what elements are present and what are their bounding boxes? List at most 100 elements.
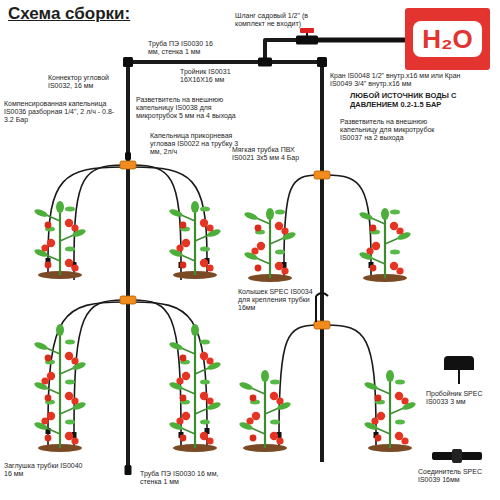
connector-collar [452, 449, 462, 463]
tomato [276, 437, 283, 444]
tomato [182, 372, 190, 380]
plant-stem [194, 330, 196, 448]
compensated-dripper [125, 152, 131, 160]
corner-connector [123, 57, 133, 67]
leaf [390, 250, 400, 255]
tomato [206, 264, 213, 271]
tomato [47, 372, 55, 380]
micro-tube [284, 175, 318, 262]
tomato [206, 357, 213, 364]
garden-hose [318, 38, 405, 43]
tomato [252, 412, 260, 420]
plant-stem [264, 376, 266, 448]
diagram-title: Схема сборки: [8, 4, 130, 24]
tomato [65, 352, 73, 360]
tomato [281, 267, 288, 274]
cap-label: Заглушка трубки IS0040 16 мм [4, 462, 84, 478]
leaf [358, 211, 373, 221]
tomato [200, 352, 208, 360]
tomato [206, 437, 213, 444]
tomato [275, 262, 283, 270]
tomato [370, 225, 377, 232]
connector-label: Соединитель SPEC IS0039 16мм [418, 468, 496, 484]
micro-tube [132, 300, 181, 432]
tomato [41, 417, 48, 424]
tomato-plant [168, 201, 221, 279]
leaf [270, 420, 280, 425]
splitter-label: Разветвитель на внешнюю капельницу IS003… [136, 96, 248, 120]
plant-stem [59, 330, 61, 448]
tomato [45, 395, 52, 402]
tomato [270, 392, 278, 400]
leaf [56, 324, 64, 336]
tomato [65, 432, 73, 440]
tomato-plant [168, 324, 221, 452]
splitter [314, 171, 330, 179]
tomato [180, 222, 187, 229]
leaf [261, 370, 269, 382]
tomato [390, 262, 398, 270]
tee-fitting [258, 58, 272, 67]
tomato [251, 247, 258, 254]
leaf [266, 208, 274, 220]
water-symbol: H₂O [422, 24, 473, 55]
leaf [168, 208, 183, 218]
tap-handle [300, 28, 314, 33]
tomato [395, 392, 403, 400]
leaf [275, 210, 285, 215]
tomato [377, 412, 385, 420]
leaf [200, 340, 210, 345]
tomato [65, 392, 73, 400]
leaf [33, 341, 48, 351]
micro-tube [279, 325, 318, 432]
stake-label: Колышек SPEC IS0034 для крепления трубки… [238, 288, 314, 312]
tomato [71, 224, 78, 231]
leaf [191, 201, 199, 213]
leaf [243, 211, 258, 221]
tomato [371, 417, 378, 424]
tomato [41, 244, 48, 251]
leaf [395, 420, 405, 425]
micro-tube [326, 325, 376, 432]
leaf [200, 420, 210, 425]
tomato [176, 244, 183, 251]
tomato [255, 265, 262, 272]
tomato-plant [33, 201, 86, 279]
splitter-label: Разветвитель на внешнюю капельницу для м… [340, 118, 452, 142]
hose-label: Шланг садовый 1/2" (в комплект не входит… [235, 12, 325, 28]
punch-pin [458, 370, 460, 384]
tomato [176, 417, 183, 424]
leaf [200, 247, 210, 252]
tomato [45, 355, 52, 362]
tomato [71, 397, 78, 404]
tomato [182, 412, 190, 420]
tomato [401, 397, 408, 404]
punch-label: Пробойник SPEC IS0033 3 мм [426, 390, 496, 406]
tomato-plant [243, 208, 296, 282]
tomato [180, 262, 187, 269]
micro-tubes [46, 165, 379, 450]
leaf [395, 380, 405, 385]
tomato [180, 355, 187, 362]
tomato [370, 265, 377, 272]
pipe-label: Труба ПЭ IS0030 16 мм, стенка 1 мм [148, 40, 224, 56]
leaf [191, 324, 199, 336]
leaf [65, 247, 75, 252]
plants [33, 201, 416, 452]
tomato-plant [33, 324, 86, 452]
tomato [200, 259, 208, 267]
tomato [41, 377, 48, 384]
water-source-box: H₂O [405, 8, 490, 70]
tomato [390, 222, 398, 230]
tomato [372, 242, 380, 250]
tomato [45, 435, 52, 442]
leaf [386, 370, 394, 382]
pipe-stake [316, 293, 328, 322]
leaf [65, 207, 75, 212]
tomato [401, 437, 408, 444]
tomato [250, 395, 257, 402]
tap-body [296, 36, 318, 45]
tap-stem [306, 33, 308, 36]
micro-tube [74, 165, 124, 262]
